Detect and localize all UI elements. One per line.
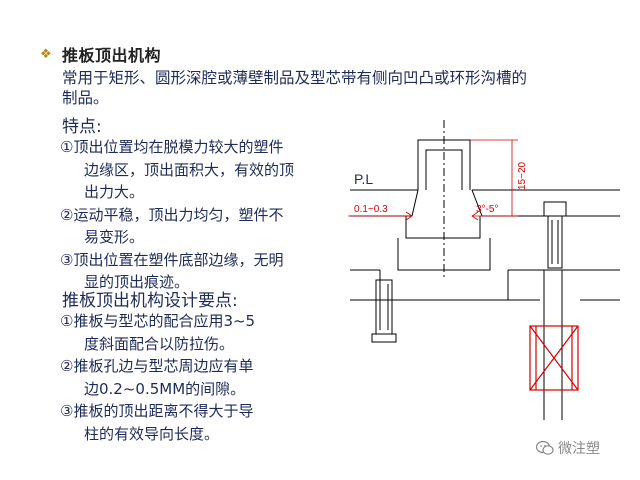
design-point-line: 度斜面配合以防拉伤。 (84, 334, 235, 353)
dim-height-line (506, 139, 518, 217)
right-bolt-head (543, 201, 567, 217)
feature-line: ②运动平稳，顶出力均匀，塑件不 (60, 205, 284, 224)
intro-line: 制品。 (62, 89, 109, 107)
design-point-line: ③推板的顶出距离不得大于导 (60, 402, 254, 420)
feature-line: 显的顶出痕迹。 (84, 273, 190, 291)
core-taper (411, 189, 483, 217)
guide-pin (543, 270, 563, 420)
features-heading: 特点: (62, 117, 102, 137)
design-heading: 推板顶出机构设计要点: (62, 291, 238, 311)
feature-line: 易变形。 (84, 228, 145, 246)
right-bolt-shank (547, 215, 563, 269)
design-points-list: ①推板与型芯的配合应用3~5 度斜面配合以防拉伤。 ②推板孔边与型芯周边应有单 … (60, 310, 350, 445)
feature-line: 出力大。 (84, 183, 145, 201)
design-point-line: ②推板孔边与型芯周边应有单 (60, 357, 254, 375)
core-block (397, 216, 491, 271)
dim-gap-label: 0.1~0.3 (354, 204, 388, 215)
features-list: ①顶出位置均在脱模力较大的塑件 边缘区，顶出面积大，有效的顶 出力大。 ②运动平… (60, 136, 350, 294)
core-base (379, 270, 509, 301)
left-pin-head (371, 333, 397, 343)
feature-line: ③顶出位置在塑件底部边缘，无明 (60, 250, 284, 269)
dim-angle-label: 3°-5° (476, 204, 498, 215)
feature-line: ①顶出位置均在脱模力较大的塑件 (60, 138, 284, 156)
core-inner (425, 149, 463, 190)
dim-gap-arrow (405, 211, 413, 221)
guide-bush-cross (529, 325, 579, 391)
guide-bush-bars (535, 326, 573, 390)
slide-title: 推板顶出机构 (62, 46, 162, 65)
intro-line: 常用于矩形、圆形深腔或薄壁制品及型芯带有侧向凹凸或环形沟槽的 (62, 69, 528, 87)
dim-angle-arrow (471, 211, 479, 221)
intro-paragraph: 常用于矩形、圆形深腔或薄壁制品及型芯带有侧向凹凸或环形沟槽的 制品。 (62, 68, 622, 108)
design-point-line: ①推板与型芯的配合应用3~5 (60, 312, 256, 330)
left-pin (375, 279, 393, 335)
diamond-bullet-icon: ❖ (40, 47, 52, 62)
pl-label: P.L (354, 171, 373, 187)
feature-line: 边缘区，顶出面积大，有效的顶 (84, 160, 295, 179)
guide-bush-box (529, 325, 579, 391)
watermark-text: 微注塑 (558, 441, 600, 457)
design-point-line: 柱的有效导向长度。 (84, 424, 220, 443)
design-point-line: 边0.2~0.5MM的间隙。 (84, 379, 246, 398)
ejector-plate-diagram: P.L 0.1~0.3 3°-5° 15~20 (348, 120, 620, 420)
dim-height-label: 15~20 (517, 161, 528, 190)
wechat-icon (536, 440, 554, 455)
watermark: 微注塑 (536, 438, 600, 458)
